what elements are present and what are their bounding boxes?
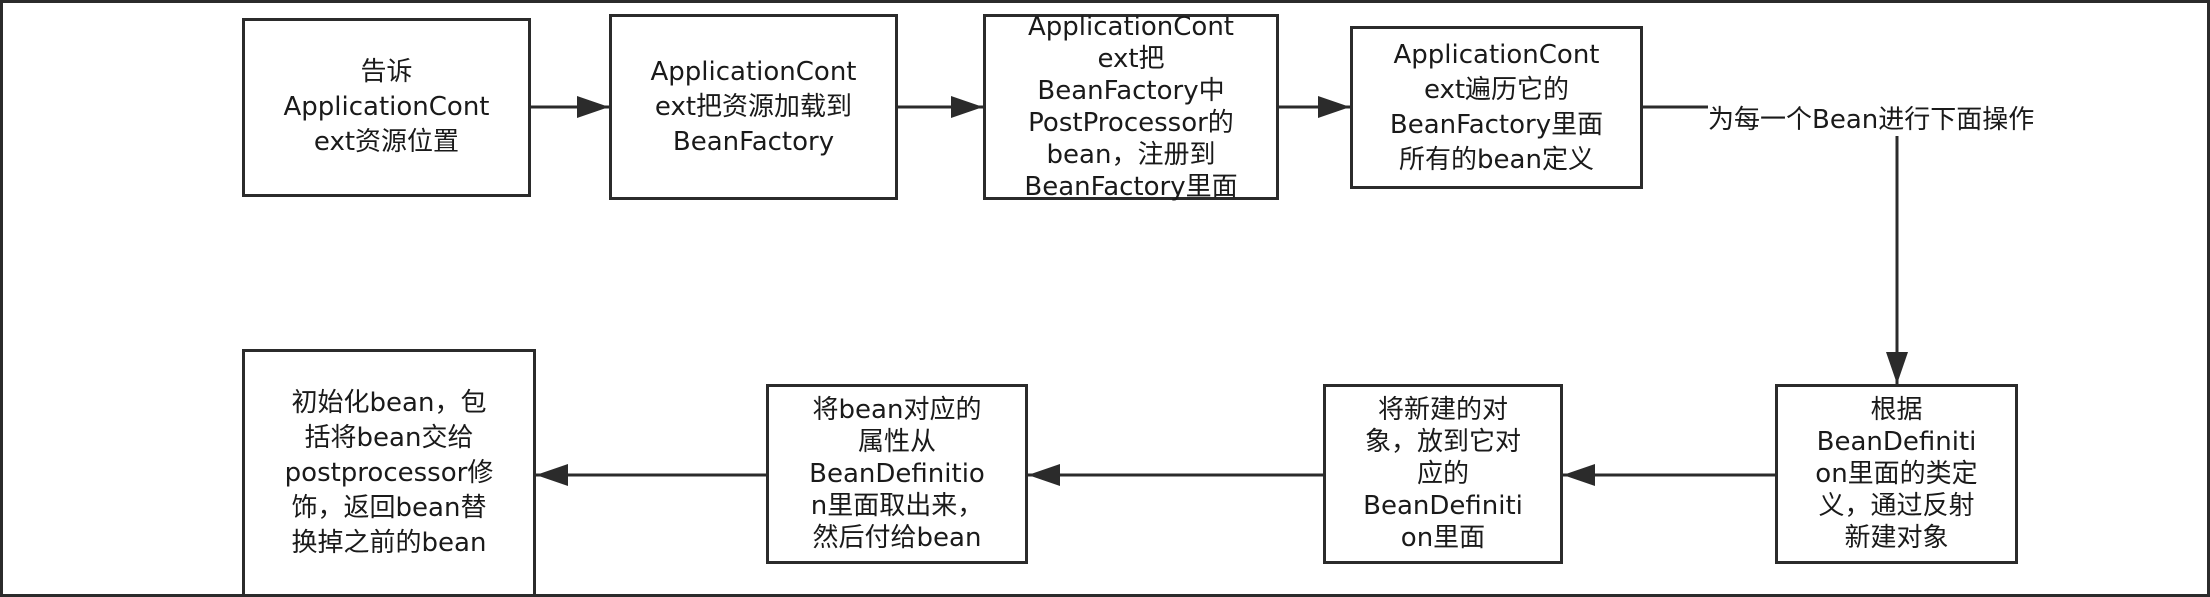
step-3-label: ApplicationCont ext把 BeanFactory中 PostPr… [1024,12,1238,202]
step-8-box: 初始化bean，包 括将bean交给 postprocessor修 饰，返回be… [242,349,536,597]
step-7-label: 将bean对应的 属性从 BeanDefinitio n里面取出来， 然后付给b… [809,395,985,553]
step-1-box: 告诉 ApplicationCont ext资源位置 [242,18,531,197]
loop-label: 为每一个Bean进行下面操作 [1708,104,2035,136]
step-3-box: ApplicationCont ext把 BeanFactory中 PostPr… [983,12,1279,202]
step-6-box: 将新建的对 象，放到它对 应的 BeanDefiniti on里面 [1323,384,1563,564]
step-5-box: 根据 BeanDefiniti on里面的类定 义，通过反射 新建对象 [1775,384,2018,564]
step-7-box: 将bean对应的 属性从 BeanDefinitio n里面取出来， 然后付给b… [766,384,1028,564]
arrow-n4-to-n5 [1643,105,1908,384]
step-2-box: ApplicationCont ext把资源加载到 BeanFactory [609,14,898,200]
step-1-label: 告诉 ApplicationCont ext资源位置 [283,57,490,157]
step-4-label: ApplicationCont ext遍历它的 BeanFactory里面 所有… [1389,39,1604,175]
step-6-label: 将新建的对 象，放到它对 应的 BeanDefiniti on里面 [1363,395,1523,553]
step-5-label: 根据 BeanDefiniti on里面的类定 义，通过反射 新建对象 [1815,395,1978,553]
step-8-label: 初始化bean，包 括将bean交给 postprocessor修 饰，返回be… [284,387,494,558]
step-2-label: ApplicationCont ext把资源加载到 BeanFactory [650,56,857,157]
step-4-box: ApplicationCont ext遍历它的 BeanFactory里面 所有… [1350,26,1643,189]
